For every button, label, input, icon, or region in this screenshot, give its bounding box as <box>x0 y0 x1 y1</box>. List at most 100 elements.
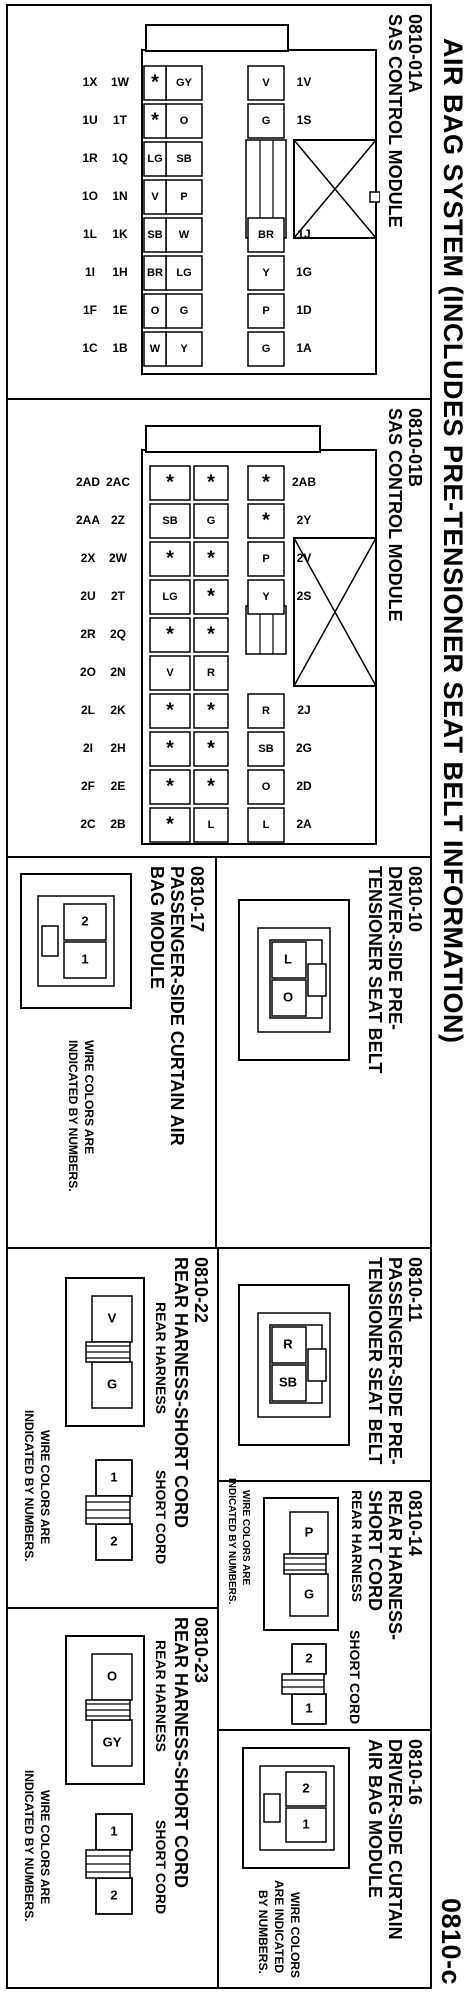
connector-face-23-rear: O GY <box>65 1635 145 1785</box>
wire-color-label: * <box>207 775 215 797</box>
connector-face-17: 2 1 <box>20 873 132 1009</box>
pin-label: 1K <box>112 227 128 241</box>
wire-color-label: * <box>166 737 174 759</box>
terminal-cell <box>193 579 229 615</box>
wire-color-label: L <box>208 819 215 831</box>
wire-color-label: BR <box>147 267 163 279</box>
terminal-grid-01a: VGBRYPGGYOSBPWLGGY**LGVSBBROW1V1S1J1G1D1… <box>82 65 312 367</box>
connector-name-01b: SAS CONTROL MODULE <box>385 408 405 622</box>
connector-code-10: 0810-10 <box>405 866 425 933</box>
connector-face-01b: **PYRSBOL*G***R***L*SB*LG*V****2AB2Y2V2S… <box>76 425 377 845</box>
terminal-cell <box>193 503 229 539</box>
pin-label: 2H <box>110 741 125 755</box>
wire-color-label: L <box>284 951 292 966</box>
terminal-cell <box>247 217 285 253</box>
terminal-cell <box>149 503 191 539</box>
connector-name-10-l1: DRIVER-SIDE PRE- <box>385 866 405 1031</box>
terminal-cell <box>143 103 167 139</box>
pin-label: 1J <box>297 227 310 241</box>
terminal-cell <box>247 331 285 367</box>
wire-color-label: R <box>262 705 270 717</box>
terminal-cell <box>247 769 285 805</box>
pin-label: 1H <box>112 265 127 279</box>
rear-harness-label-23: REAR HARNESS <box>153 1640 169 1753</box>
pin-label: 1O <box>82 189 98 203</box>
terminal-cell <box>247 541 285 577</box>
connector-code-16: 0810-16 <box>405 1739 425 1806</box>
connector-name-16-l2: AIR BAG MODULE <box>365 1739 385 1898</box>
wire-color-label: G <box>107 1376 117 1391</box>
pin-label: 2AA <box>76 513 100 527</box>
wire-color-label: LG <box>162 591 177 603</box>
wire-color-label: V <box>166 667 174 679</box>
wire-color-label: G <box>262 115 271 127</box>
pin-label: 1U <box>82 113 97 127</box>
connector-name-11-l2: TENSIONER SEAT BELT <box>365 1257 385 1465</box>
terminal-cell <box>193 541 229 577</box>
terminal-cell <box>247 503 285 539</box>
connector-name-22: REAR HARNESS-SHORT CORD <box>171 1257 191 1529</box>
pin-number-label: 1 <box>302 1816 309 1831</box>
wire-color-label: L <box>263 819 270 831</box>
wire-color-label: P <box>262 305 269 317</box>
wire-color-label: SB <box>258 743 273 755</box>
wire-color-label: * <box>166 775 174 797</box>
terminal-cell <box>149 807 191 843</box>
note-23-l1: WIRE COLORS ARE <box>38 1790 52 1905</box>
pin-label: 1A <box>296 341 312 355</box>
terminal-cell <box>247 731 285 767</box>
connector-name-11-l1: PASSENGER-SIDE PRE- <box>385 1257 405 1465</box>
note-23-l2: INDICATED BY NUMBERS. <box>22 1770 36 1922</box>
pin-label: 1N <box>112 189 127 203</box>
pin-label: 2AB <box>292 475 316 489</box>
wire-color-label: G <box>304 1586 314 1601</box>
connector-face-11: R SB <box>238 1284 350 1446</box>
pin-label: 2O <box>80 665 96 679</box>
terminal-cell <box>271 1364 307 1402</box>
terminal-cell <box>149 693 191 729</box>
pin-label: 1Q <box>112 151 128 165</box>
terminal-cell <box>247 807 285 843</box>
wire-color-label: * <box>207 471 215 493</box>
pin-label: 2B <box>110 817 126 831</box>
pin-label: 2R <box>80 627 96 641</box>
wire-color-label: P <box>180 191 187 203</box>
short-cord-label-23: SHORT CORD <box>153 1820 169 1915</box>
pin-label: 2A <box>296 817 312 831</box>
connector-code-14: 0810-14 <box>405 1490 425 1557</box>
pin-label: 1D <box>296 303 312 317</box>
pin-number-label: 1 <box>110 1469 117 1484</box>
wire-color-label: GY <box>103 1734 122 1749</box>
pin-label: 1S <box>297 113 312 127</box>
wire-color-label: * <box>207 547 215 569</box>
wire-color-label: * <box>166 547 174 569</box>
terminal-cell <box>143 217 167 253</box>
pin-label: 1G <box>296 265 312 279</box>
wire-color-label: * <box>166 471 174 493</box>
connector-code-23: 0810-23 <box>191 1617 211 1684</box>
pin-label: 2V <box>297 551 312 565</box>
wire-color-label: G <box>180 305 189 317</box>
terminal-cell <box>63 903 107 941</box>
rear-harness-label-22: REAR HARNESS <box>153 1302 169 1415</box>
terminal-cell <box>143 331 167 367</box>
pin-label: 1I <box>85 265 95 279</box>
pin-label: 2I <box>83 741 93 755</box>
pin-label: 2K <box>110 703 126 717</box>
diagram-title: AIR BAG SYSTEM (INCLUDES PRE-TENSIONER S… <box>438 38 468 1044</box>
latch-notch <box>369 191 380 203</box>
connector-face-22-short: 1 2 <box>85 1459 133 1561</box>
wire-color-label: Y <box>262 267 270 279</box>
wire-color-label: V <box>151 191 159 203</box>
terminal-cell <box>271 1326 307 1364</box>
pin-label: 1C <box>82 341 98 355</box>
wire-color-label: * <box>151 109 159 131</box>
terminal-cell <box>149 731 191 767</box>
page-code: 0810-c <box>436 1898 466 1986</box>
connector-name-23: REAR HARNESS-SHORT CORD <box>171 1617 191 1889</box>
terminal-cell <box>149 579 191 615</box>
connector-face-16: 2 1 <box>242 1747 350 1869</box>
wire-color-label: V <box>108 1310 117 1325</box>
wire-color-label: W <box>150 343 161 355</box>
wire-color-label: P <box>262 553 269 565</box>
